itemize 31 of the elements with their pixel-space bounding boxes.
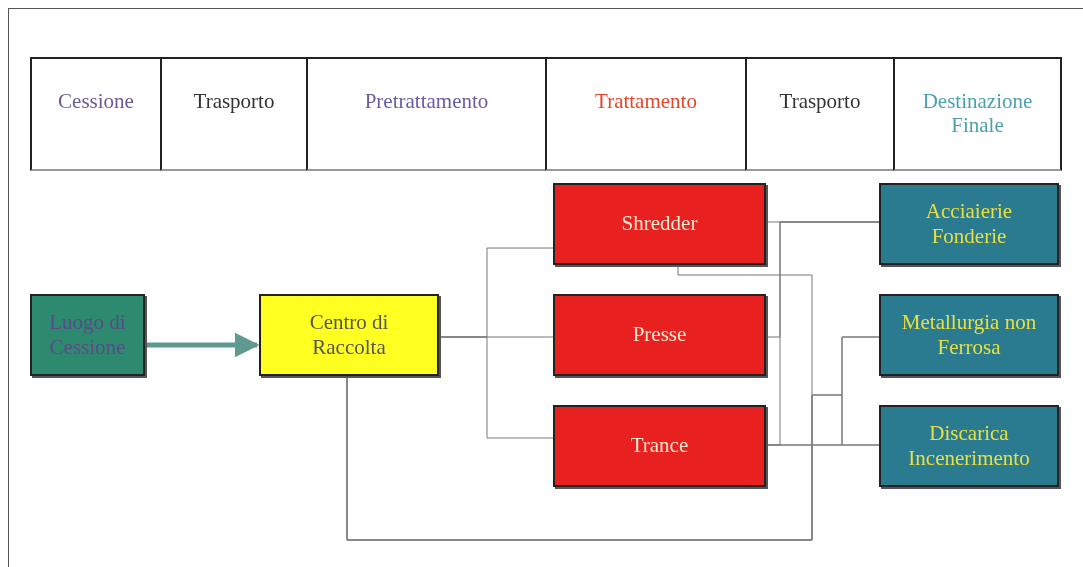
source-box [30, 294, 145, 376]
node-label: Presse [632, 322, 687, 348]
phase-header-cell [893, 57, 1062, 171]
phase-header-cell [30, 57, 162, 171]
node-label: Cessione [58, 89, 134, 115]
destination-box [879, 183, 1059, 265]
destination-box [879, 294, 1059, 376]
node-label: Metallurgia non Ferrosa [900, 309, 1038, 361]
connector-line [438, 336, 554, 439]
node-label: Trattamento [595, 89, 697, 115]
node-label: Shredder [621, 211, 698, 237]
node-label: Destinazione Finale [921, 89, 1034, 140]
phase-header-cell [745, 57, 895, 171]
node-label: Luogo di Cessione [48, 309, 127, 361]
node-label: Centro di Raccolta [308, 309, 390, 361]
process-box [553, 294, 766, 376]
phase-header-cell [160, 57, 308, 171]
node-label: Trance [630, 433, 689, 459]
process-box [553, 183, 766, 265]
connector-line [346, 375, 880, 541]
arrow [145, 332, 260, 358]
process-box [553, 405, 766, 487]
node-label: Pretrattamento [364, 89, 489, 115]
node-label: Discarica Incenerimento [907, 420, 1031, 472]
collection-box [259, 294, 439, 376]
node-label: Acciaierie Fonderie [924, 198, 1014, 250]
node-label: Trasporto [193, 89, 275, 115]
phase-header-cell [545, 57, 747, 171]
node-label: Trasporto [779, 89, 861, 115]
phase-header-cell [306, 57, 547, 171]
destination-box [879, 405, 1059, 487]
